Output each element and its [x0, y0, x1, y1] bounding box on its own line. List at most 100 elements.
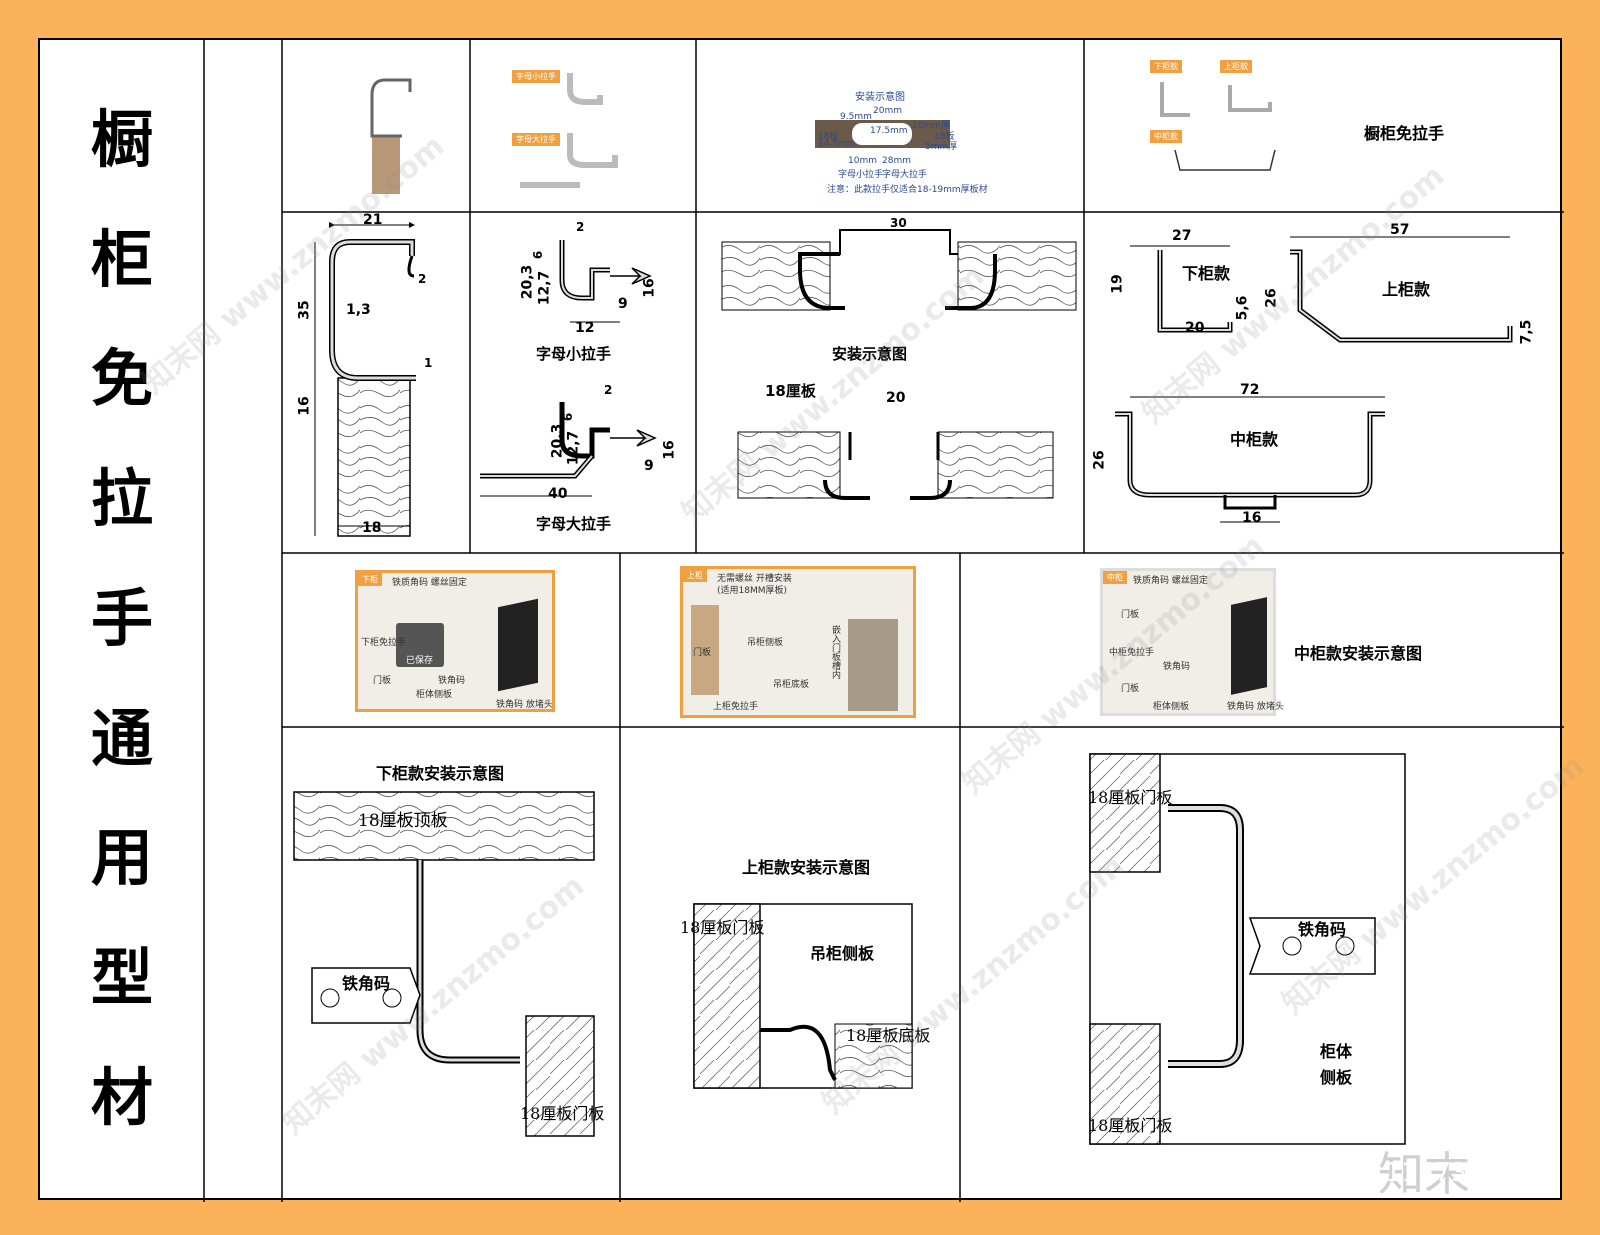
cab-upper-label: 上柜款 — [1382, 280, 1431, 299]
photo-lower-title: 铁质角码 螺丝固定 — [392, 578, 467, 588]
photo-upper-title: 无需螺丝 开槽安装 — [717, 574, 792, 584]
thumb-letter-handles — [520, 73, 618, 188]
small-dim-2: 2 — [576, 220, 585, 234]
photo-middle-l5: 柜体侧板 — [1153, 702, 1190, 712]
lower-install-drawing — [293, 791, 595, 1137]
large-dim-2: 2 — [604, 383, 613, 397]
dim-21: 21 — [363, 212, 383, 228]
mid-bracket-label: 铁角码 — [1298, 920, 1347, 939]
small-handle-label: 字母小拉手 — [536, 345, 612, 363]
photo-lower-tag: 下柜 — [358, 573, 382, 586]
photo-lower-l5: 铁角码 放堵头 — [496, 700, 553, 710]
saved-overlay — [396, 623, 444, 667]
upper-install-title: 上柜款安装示意图 — [742, 858, 871, 877]
title-char: 材 — [90, 1061, 153, 1134]
handle-photo — [498, 598, 538, 692]
middle-install-drawing — [1089, 753, 1406, 1145]
photo-upper-tag: 上柜 — [683, 569, 707, 582]
photo-middle-l6: 铁角码 放堵头 — [1227, 702, 1284, 712]
mid-door-label-2: 18厘板门板 — [1088, 1116, 1173, 1135]
photo-middle-l3: 铁角码 — [1163, 662, 1191, 672]
tag-upper: 上柜款 — [1220, 60, 1252, 73]
photo-lower-l3: 铁角码 — [438, 676, 466, 686]
title-char: 型 — [90, 941, 153, 1015]
dim-16: 16 — [296, 396, 313, 416]
photo-upper-l4: 上柜免拉手 — [713, 702, 759, 712]
saved-text: 已保存 — [406, 656, 434, 666]
cab-lower-label: 下柜款 — [1182, 264, 1231, 283]
title-char: 橱 — [90, 102, 153, 176]
install-small-large: 字母大拉手 — [882, 170, 928, 180]
install-small-b5: 5mm厚 — [925, 142, 958, 152]
install-small-small: 字母小拉手 — [838, 170, 884, 180]
title-char: 免 — [90, 342, 153, 416]
handle-photo-3 — [1231, 597, 1267, 695]
install-diagram-drawing — [721, 229, 1077, 500]
profile-a-drawing — [314, 222, 416, 537]
upper-bottom-label: 18厘板底板 — [846, 1026, 931, 1045]
photo-middle-l2: 中柜免拉手 — [1109, 648, 1155, 658]
title-char: 柜 — [90, 222, 153, 296]
install-small-w10: 10mm — [848, 156, 877, 166]
title-char: 用 — [90, 821, 153, 895]
install-small-w28: 28mm — [882, 156, 911, 166]
middle-caption: 中柜款安装示意图 — [1294, 644, 1423, 663]
thumb-cabinet-profiles — [1160, 82, 1276, 171]
mid-body-label-2: 侧板 — [1320, 1068, 1353, 1087]
install-small-b18r: 18板 — [934, 132, 955, 142]
mid-door-label-1: 18厘板门板 — [1088, 788, 1173, 807]
vertical-title: 橱柜免拉手通用型材 — [40, 40, 204, 1198]
lower-door-label: 18厘板门板 — [520, 1104, 605, 1123]
photo-lower-l2: 门板 — [373, 676, 392, 686]
grid-lines — [203, 40, 1564, 1202]
photo-upper-sub: (适用18MM厚板) — [717, 586, 788, 596]
lower-install-title: 下柜款安装示意图 — [376, 764, 505, 783]
cab-dim-19: 19 — [1109, 274, 1126, 294]
title-char: 拉 — [90, 462, 153, 536]
dim-2: 2 — [418, 272, 427, 286]
photo-lower-l4: 柜体侧板 — [416, 690, 453, 700]
letter-handle-drawings — [480, 240, 657, 497]
cab-dim-27: 27 — [1172, 228, 1192, 244]
large-dim-12-7: 12,7 — [565, 430, 582, 466]
title-char: 通 — [90, 701, 153, 775]
small-dim-12: 12 — [575, 320, 595, 336]
door-wood — [691, 605, 719, 695]
photo-lower-l1: 下柜免拉手 — [361, 638, 407, 648]
small-dim-12-7: 12,7 — [536, 270, 553, 306]
small-dim-9: 9 — [618, 296, 628, 312]
cab-dim-16: 16 — [1242, 510, 1262, 526]
upper-door-label: 18厘板门板 — [680, 918, 765, 937]
photo-middle-title: 铁质角码 螺丝固定 — [1133, 576, 1208, 586]
install-dim-20: 20 — [886, 390, 906, 406]
cab-dim-20: 20 — [1185, 320, 1205, 336]
dim-18: 18 — [362, 520, 382, 536]
cab-middle-label: 中柜款 — [1230, 430, 1279, 449]
large-dim-40: 40 — [548, 486, 568, 502]
photo-upper-l3: 吊柜底板 — [773, 680, 810, 690]
cabinet-title: 橱柜免拉手 — [1364, 124, 1445, 143]
dim-35: 35 — [296, 300, 313, 320]
lower-bracket-label: 铁角码 — [342, 974, 391, 993]
cab-dim-57: 57 — [1390, 222, 1410, 238]
title-char: 手 — [90, 581, 153, 655]
install-small-w10t: 10mm厚 — [912, 121, 950, 131]
large-dim-6: 6 — [561, 412, 576, 422]
handle-photo-2 — [848, 619, 898, 711]
photo-lower: 下柜 铁质角码 螺丝固定 已保存 下柜免拉手 门板 铁角码 柜体侧板 铁角码 放… — [355, 570, 555, 712]
cab-dim-26: 26 — [1263, 288, 1280, 308]
install-small-w20: 20mm — [873, 106, 902, 116]
install-small-title: 安装示意图 — [855, 92, 905, 103]
tag-middle: 中柜款 — [1150, 130, 1182, 143]
drawing-sheet: 橱柜免拉手通用型材 — [38, 38, 1591, 1202]
dim-1-3: 1,3 — [346, 302, 371, 318]
install-small-b18: 18板 — [818, 132, 839, 142]
logo: 知末 — [1378, 1147, 1470, 1201]
photo-upper-l5: 嵌入门板槽内 — [830, 625, 840, 679]
photo-upper-l2: 吊柜侧板 — [747, 638, 784, 648]
tag-large-handle: 字母大拉手 — [512, 133, 560, 146]
thumb-profile-a — [370, 78, 412, 194]
small-dim-6: 6 — [531, 250, 546, 260]
large-dim-9: 9 — [644, 458, 654, 474]
install-small-b14-5: 14.5mm — [818, 139, 856, 149]
